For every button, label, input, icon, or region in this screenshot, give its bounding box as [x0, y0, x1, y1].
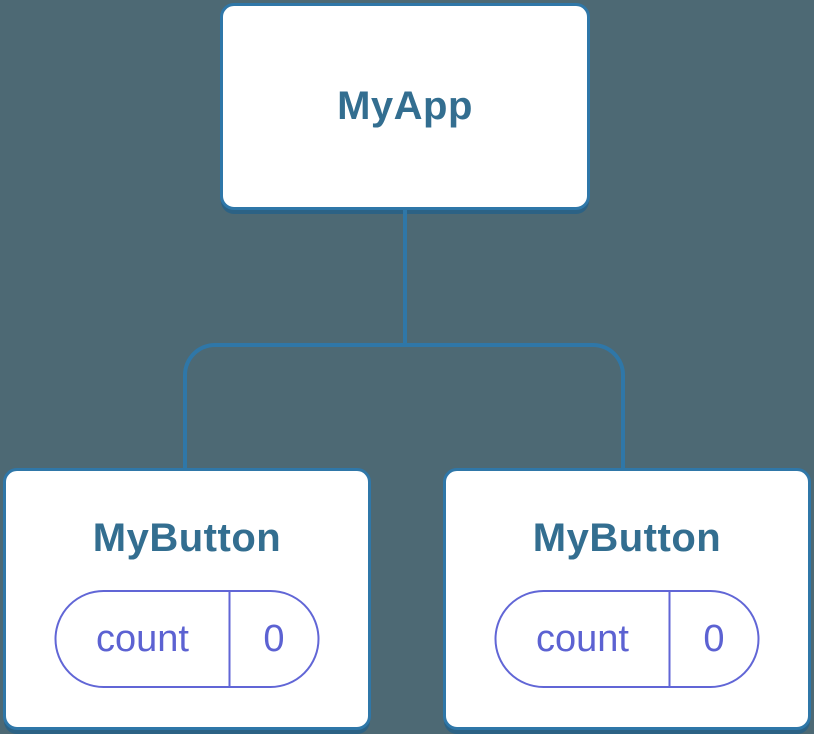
node-mybutton-right-label: MyButton [532, 516, 722, 560]
connector-bracket [183, 343, 625, 474]
node-mybutton-left-label: MyButton [92, 516, 282, 560]
node-myapp-label: MyApp [337, 84, 473, 128]
state-pill-left: count 0 [54, 590, 320, 688]
node-mybutton-right: MyButton count 0 [443, 468, 811, 730]
node-mybutton-left: MyButton count 0 [3, 468, 371, 730]
state-name-left: count [96, 617, 189, 660]
state-pill-right: count 0 [494, 590, 760, 688]
node-myapp: MyApp [220, 3, 590, 210]
state-name-right: count [536, 617, 629, 660]
state-value-left: 0 [228, 592, 318, 686]
connector-stem [403, 209, 407, 346]
state-value-right: 0 [668, 592, 758, 686]
